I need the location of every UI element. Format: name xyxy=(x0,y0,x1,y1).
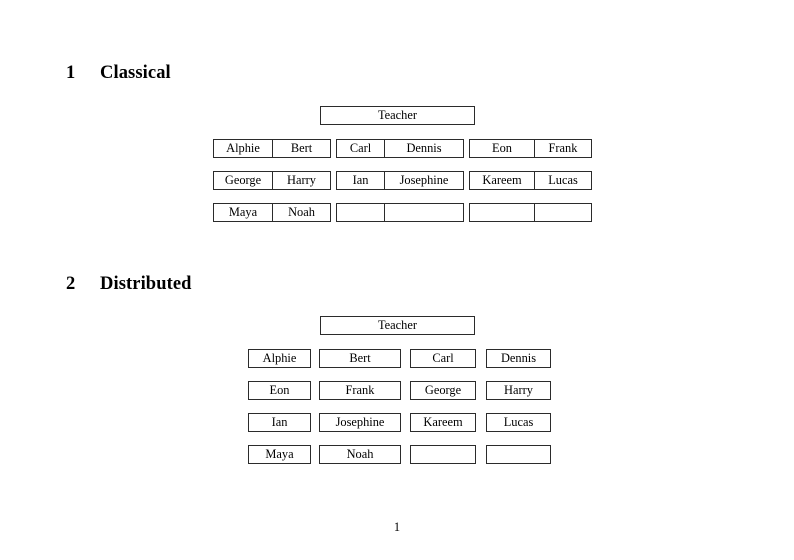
student-cell-empty xyxy=(534,203,592,222)
student-cell: Eon xyxy=(469,139,535,158)
classical-group-1-row-1: Ian Josephine xyxy=(336,171,464,190)
student-cell: Carl xyxy=(336,139,385,158)
student-cell: George xyxy=(410,381,476,400)
section-number: 2 xyxy=(66,274,76,294)
student-cell: Kareem xyxy=(410,413,476,432)
classical-group-2-row-2 xyxy=(469,203,592,222)
table-row: Carl xyxy=(410,349,476,368)
student-cell: Alphie xyxy=(248,349,311,368)
student-cell: Lucas xyxy=(486,413,551,432)
distributed-c1-r1: Frank xyxy=(319,381,401,400)
table-row: Ian xyxy=(248,413,311,432)
distributed-c2-r3 xyxy=(410,445,476,464)
table-row: Alphie xyxy=(248,349,311,368)
table-row: Eon Frank xyxy=(469,139,592,158)
page-number: 1 xyxy=(393,520,401,534)
teacher-box-classical: Teacher xyxy=(320,106,475,125)
section-number: 1 xyxy=(66,63,76,83)
distributed-c3-r3 xyxy=(486,445,551,464)
student-cell: Alphie xyxy=(213,139,273,158)
table-row: Ian Josephine xyxy=(336,171,464,190)
classical-group-1-row-2 xyxy=(336,203,464,222)
distributed-c2-r1: George xyxy=(410,381,476,400)
section-heading-classical: 1 Classical xyxy=(66,63,171,84)
distributed-c0-r1: Eon xyxy=(248,381,311,400)
student-cell: Ian xyxy=(248,413,311,432)
student-cell: Ian xyxy=(336,171,385,190)
classical-group-0-row-2: Maya Noah xyxy=(213,203,331,222)
student-cell: Harry xyxy=(272,171,331,190)
student-cell: Noah xyxy=(272,203,331,222)
section-title: Distributed xyxy=(100,274,192,294)
student-cell: Maya xyxy=(213,203,273,222)
table-row: Josephine xyxy=(319,413,401,432)
distributed-c3-r1: Harry xyxy=(486,381,551,400)
classical-group-0-row-0: Alphie Bert xyxy=(213,139,331,158)
distributed-c0-r2: Ian xyxy=(248,413,311,432)
table-row: Harry xyxy=(486,381,551,400)
section-title: Classical xyxy=(100,63,171,83)
table-row: Maya Noah xyxy=(213,203,331,222)
distributed-c0-r0: Alphie xyxy=(248,349,311,368)
student-cell-empty xyxy=(469,203,535,222)
table-row: Teacher xyxy=(320,316,475,335)
student-cell: Bert xyxy=(319,349,401,368)
table-row xyxy=(486,445,551,464)
table-row: George xyxy=(410,381,476,400)
student-cell: Josephine xyxy=(384,171,464,190)
table-row: George Harry xyxy=(213,171,331,190)
distributed-c1-r2: Josephine xyxy=(319,413,401,432)
section-heading-distributed: 2 Distributed xyxy=(66,274,192,295)
student-cell-empty xyxy=(336,203,385,222)
table-row: Frank xyxy=(319,381,401,400)
student-cell-empty xyxy=(486,445,551,464)
student-cell: Kareem xyxy=(469,171,535,190)
student-cell: Frank xyxy=(534,139,592,158)
table-row: Bert xyxy=(319,349,401,368)
classical-group-0-row-1: George Harry xyxy=(213,171,331,190)
student-cell: Lucas xyxy=(534,171,592,190)
student-cell: Maya xyxy=(248,445,311,464)
student-cell-empty xyxy=(410,445,476,464)
classical-group-2-row-0: Eon Frank xyxy=(469,139,592,158)
student-cell: Noah xyxy=(319,445,401,464)
distributed-c3-r0: Dennis xyxy=(486,349,551,368)
table-row: Dennis xyxy=(486,349,551,368)
distributed-c3-r2: Lucas xyxy=(486,413,551,432)
student-cell: Dennis xyxy=(486,349,551,368)
distributed-c0-r3: Maya xyxy=(248,445,311,464)
student-cell-empty xyxy=(384,203,464,222)
teacher-box-distributed: Teacher xyxy=(320,316,475,335)
teacher-cell: Teacher xyxy=(320,106,475,125)
distributed-c1-r0: Bert xyxy=(319,349,401,368)
student-cell: Frank xyxy=(319,381,401,400)
distributed-c1-r3: Noah xyxy=(319,445,401,464)
student-cell: Dennis xyxy=(384,139,464,158)
student-cell: Eon xyxy=(248,381,311,400)
classical-group-1-row-0: Carl Dennis xyxy=(336,139,464,158)
table-row xyxy=(469,203,592,222)
student-cell: Bert xyxy=(272,139,331,158)
classical-group-2-row-1: Kareem Lucas xyxy=(469,171,592,190)
student-cell: George xyxy=(213,171,273,190)
table-row: Carl Dennis xyxy=(336,139,464,158)
table-row: Alphie Bert xyxy=(213,139,331,158)
table-row: Kareem Lucas xyxy=(469,171,592,190)
table-row xyxy=(336,203,464,222)
table-row: Maya xyxy=(248,445,311,464)
student-cell: Harry xyxy=(486,381,551,400)
distributed-c2-r0: Carl xyxy=(410,349,476,368)
table-row: Lucas xyxy=(486,413,551,432)
student-cell: Josephine xyxy=(319,413,401,432)
teacher-cell: Teacher xyxy=(320,316,475,335)
table-row xyxy=(410,445,476,464)
table-row: Kareem xyxy=(410,413,476,432)
table-row: Eon xyxy=(248,381,311,400)
table-row: Teacher xyxy=(320,106,475,125)
table-row: Noah xyxy=(319,445,401,464)
distributed-c2-r2: Kareem xyxy=(410,413,476,432)
student-cell: Carl xyxy=(410,349,476,368)
